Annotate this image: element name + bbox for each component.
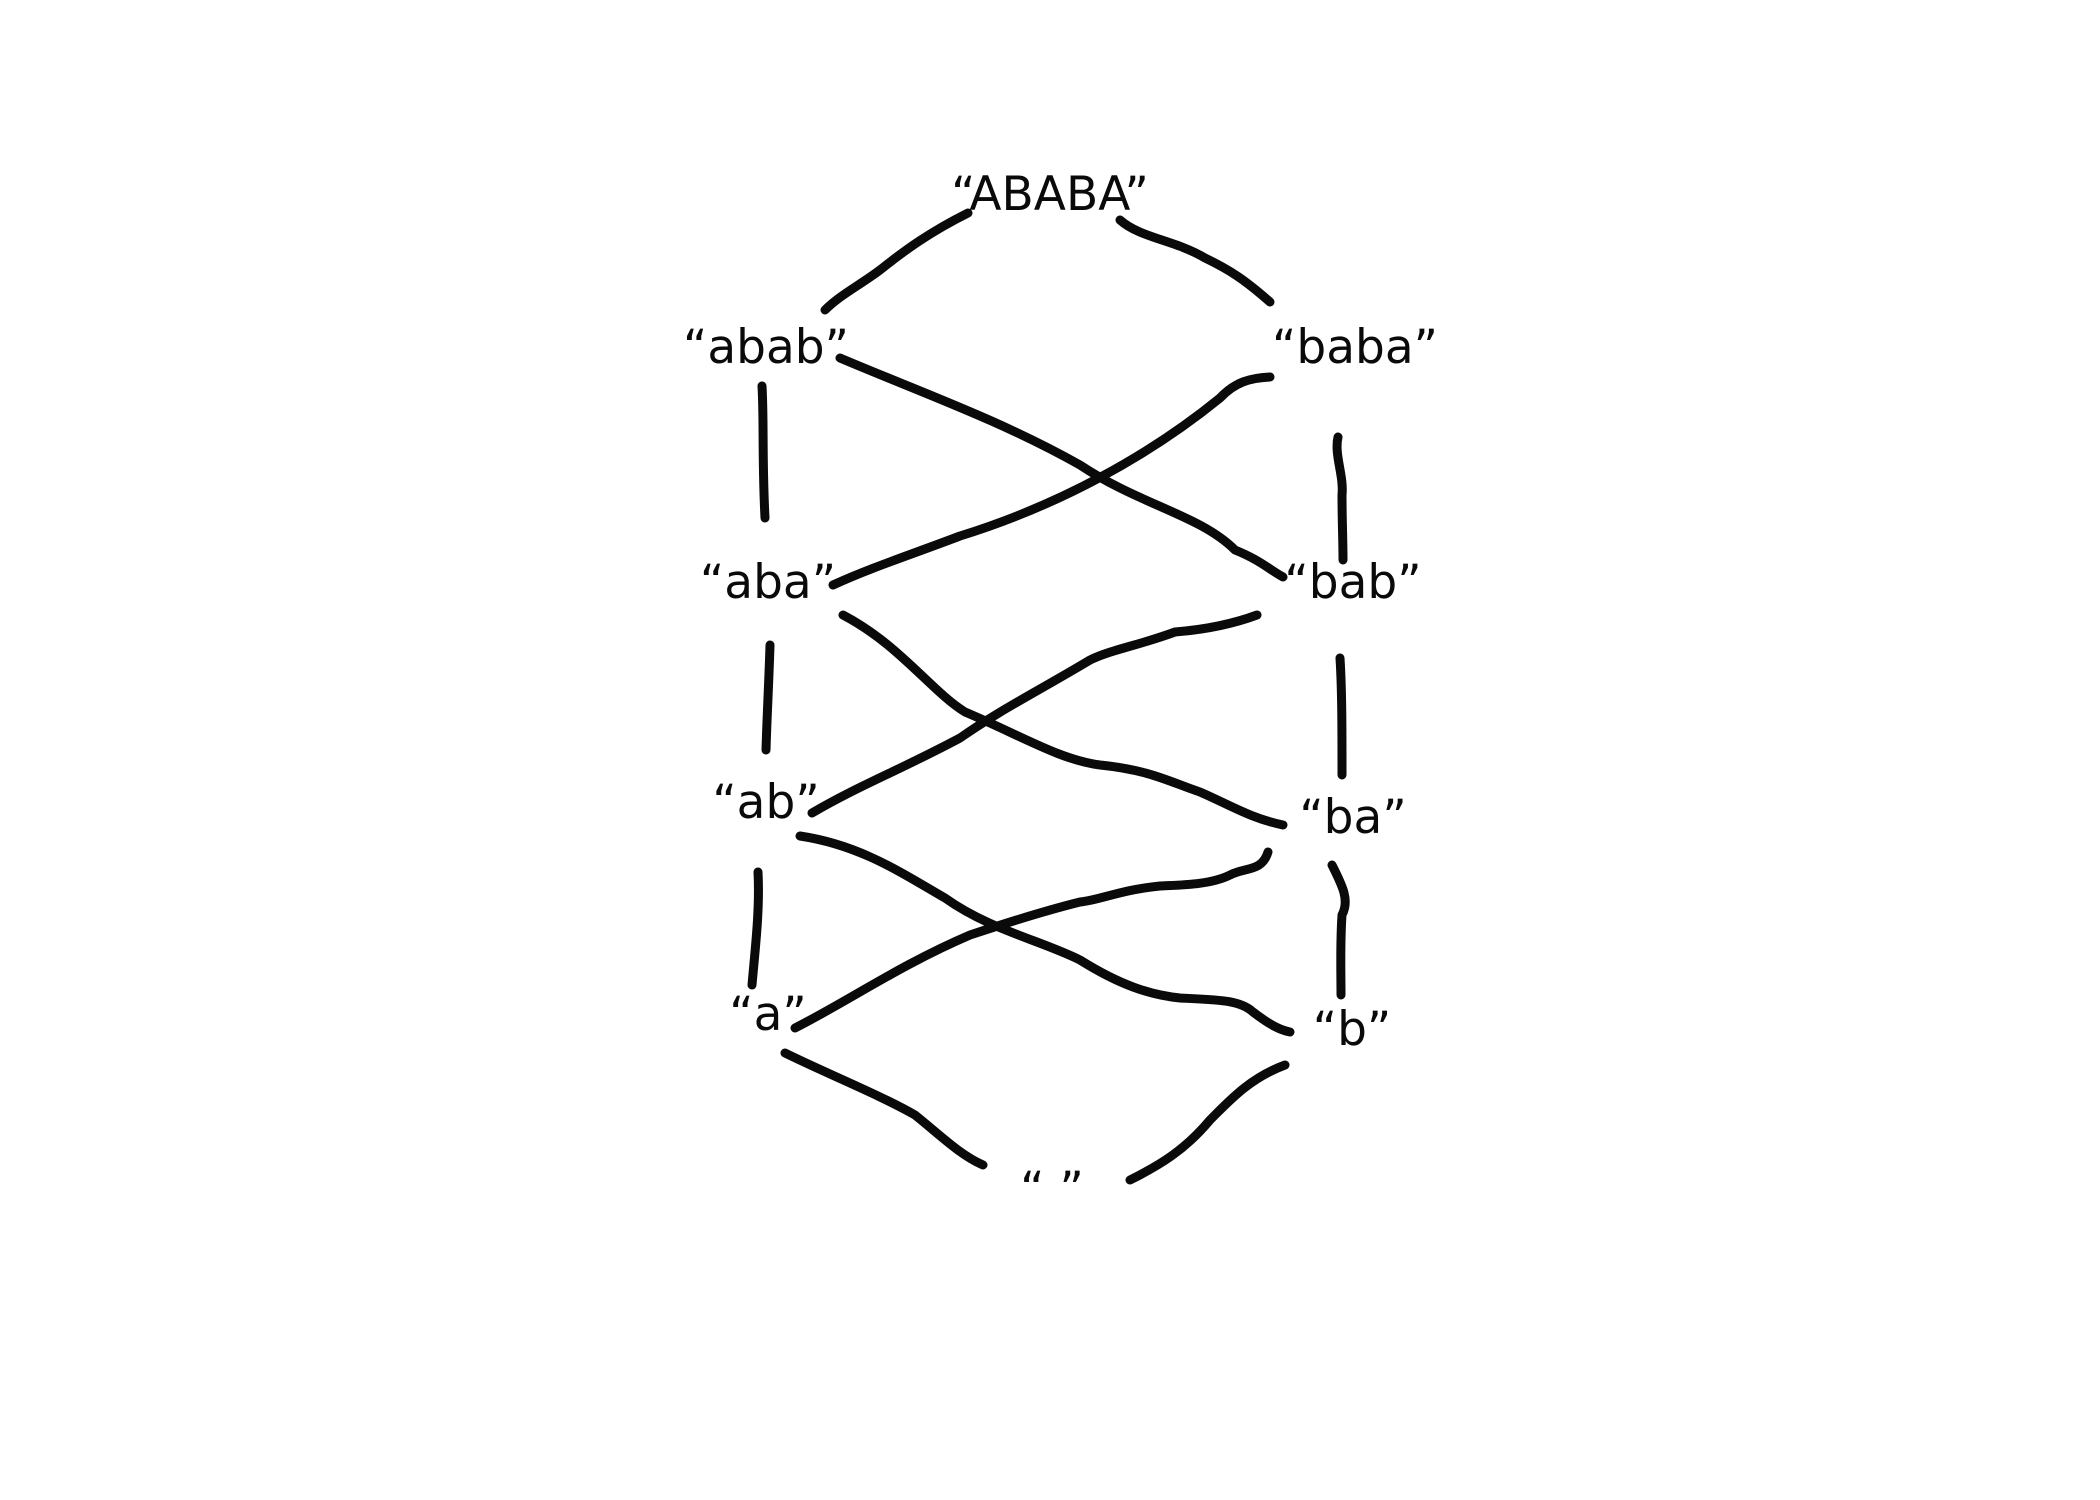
edge-ba-a xyxy=(790,847,1273,1033)
node-a: “a” xyxy=(729,987,807,1042)
node-ab: “ab” xyxy=(712,775,819,830)
node-abab: “abab” xyxy=(683,320,849,375)
edge-ab-a xyxy=(747,867,763,990)
edge-a-empty xyxy=(780,1048,988,1170)
edge-b-empty xyxy=(1125,1060,1290,1185)
edge-aba-ab xyxy=(761,640,775,755)
node-aba: “aba” xyxy=(700,555,836,610)
node-ABABA: “ABABA” xyxy=(951,167,1149,222)
node-b: “b” xyxy=(1313,1002,1392,1057)
edge-ab-b xyxy=(795,831,1295,1037)
edges-layer xyxy=(747,208,1350,1185)
edge-bab-ab xyxy=(807,610,1262,818)
node-baba: “baba” xyxy=(1272,320,1438,375)
node-empty: “ ” xyxy=(1020,1162,1084,1217)
edge-aba-ba xyxy=(838,610,1288,830)
edge-baba-aba xyxy=(828,372,1275,590)
edge-ABABA-baba xyxy=(1115,215,1275,307)
edge-bab-ba xyxy=(1335,653,1347,780)
labels-layer: “ABABA” “abab” “baba” “aba” “bab” “ab” “… xyxy=(683,167,1438,1217)
edge-abab-bab xyxy=(835,353,1288,582)
node-bab: “bab” xyxy=(1284,555,1421,610)
edge-baba-bab xyxy=(1332,432,1348,565)
edge-abab-aba xyxy=(757,381,770,523)
node-ba: “ba” xyxy=(1299,790,1406,845)
edge-ABABA-abab xyxy=(820,208,973,315)
edge-ba-b xyxy=(1327,860,1350,1000)
